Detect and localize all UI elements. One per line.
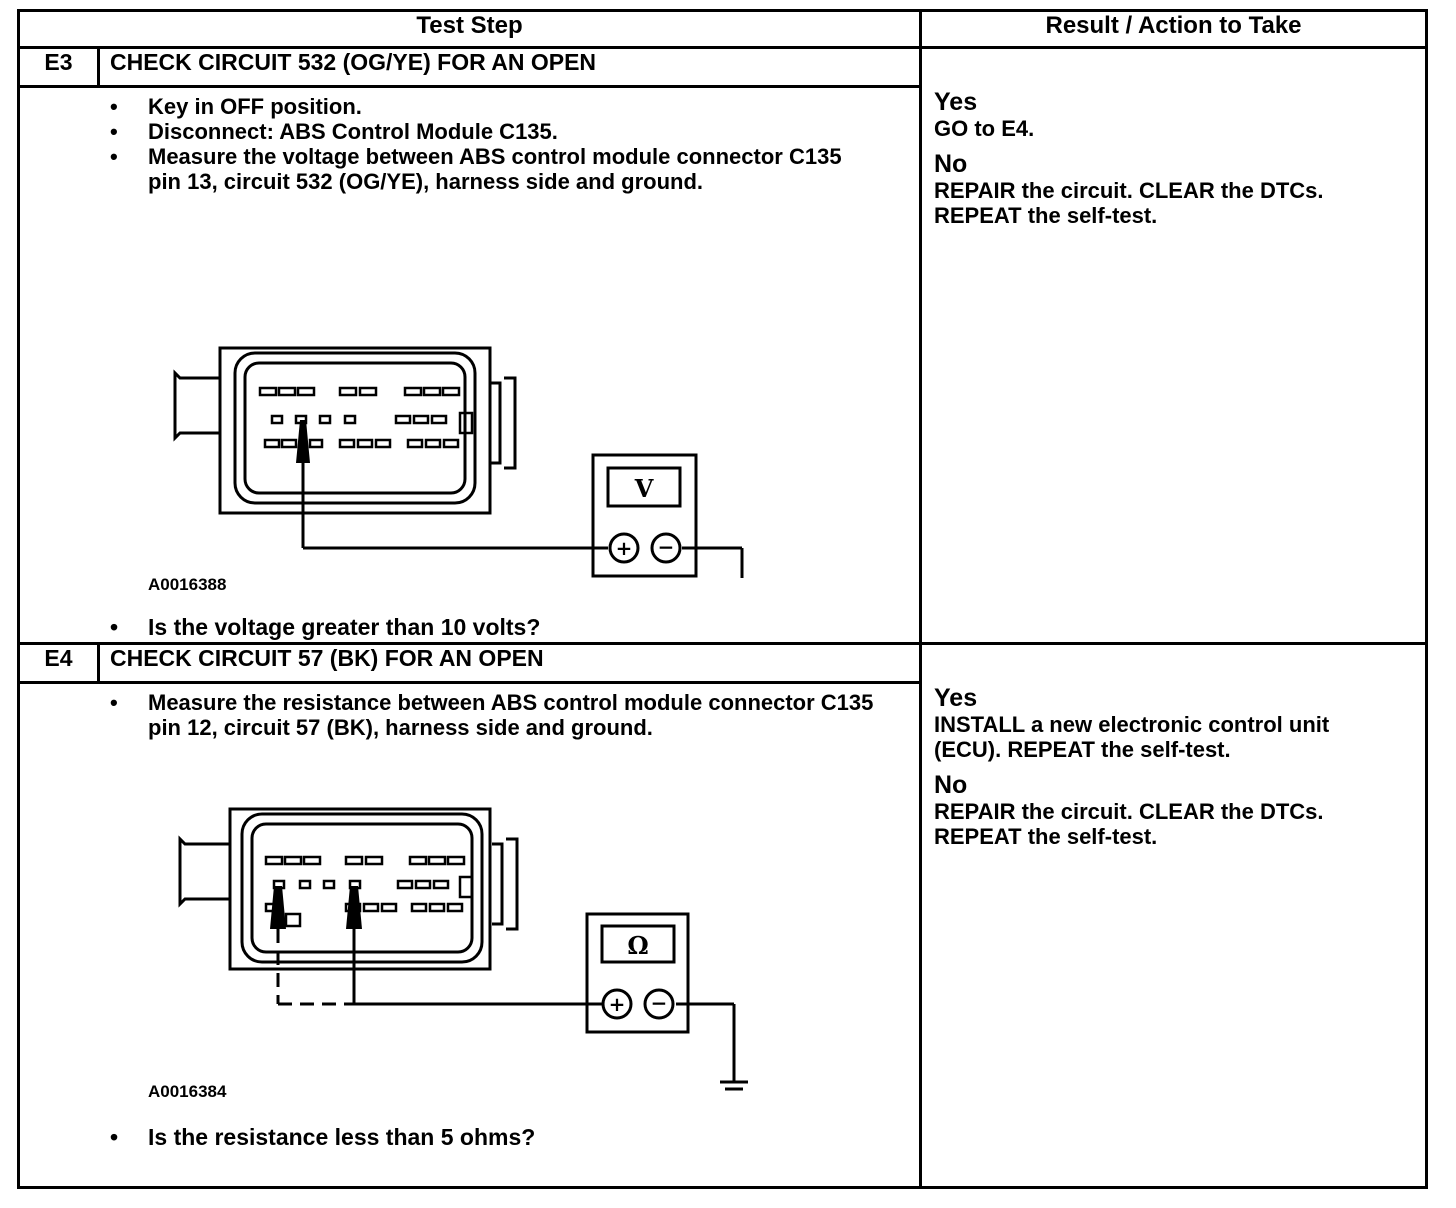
test-leads [276, 929, 748, 1091]
meter-symbol: V [634, 474, 654, 503]
no-action: REPAIR the circuit. CLEAR the DTCs. REPE… [934, 799, 1324, 849]
voltmeter: + − V [591, 453, 698, 578]
connector-face [233, 351, 477, 505]
figure-id: A0016388 [148, 575, 227, 594]
step-title-row: E4 CHECK CIRCUIT 57 (BK) FOR AN OPEN Yes… [17, 642, 1428, 1189]
connector-shell [218, 346, 492, 515]
instruction-item: •Key in OFF position. [110, 94, 362, 119]
svg-text:+: + [609, 992, 626, 1016]
resistance-test-diagram: + − Ω [178, 807, 748, 1091]
probe-tip [296, 420, 310, 463]
step-instructions: •Measure the resistance between ABS cont… [20, 684, 919, 740]
result-action-header: Result / Action to Take [919, 9, 1428, 49]
step-title: CHECK CIRCUIT 57 (BK) FOR AN OPEN [97, 642, 922, 684]
instruction-item: •Disconnect: ABS Control Module C135. [110, 119, 558, 144]
yes-action: INSTALL a new electronic control unit (E… [934, 712, 1330, 762]
step-title: CHECK CIRCUIT 532 (OG/YE) FOR AN OPEN [97, 46, 922, 88]
step-id: E4 [17, 642, 100, 684]
test-step-header: Test Step [17, 9, 922, 49]
result-cell: Yes INSTALL a new electronic control uni… [919, 642, 1428, 1189]
figure-id: A0016384 [148, 1082, 227, 1101]
svg-text:+: + [616, 536, 633, 560]
step-body: •Measure the resistance between ABS cont… [17, 681, 922, 1189]
connector-face [240, 812, 484, 964]
header-row: Test Step Result / Action to Take [17, 9, 1428, 49]
step-id: E3 [17, 46, 100, 88]
yes-label: Yes [934, 684, 978, 712]
diagnostic-table: Test Step Result / Action to Take E3 CHE… [17, 9, 1428, 1189]
connector-left-tab [178, 835, 232, 908]
step-instructions: •Key in OFF position. •Disconnect: ABS C… [20, 88, 919, 194]
instruction-item: •Measure the voltage between ABS control… [110, 144, 842, 194]
result-cell: Yes GO to E4. No REPAIR the circuit. CLE… [919, 46, 1428, 645]
no-label: No [934, 771, 968, 799]
connector-left-tab [173, 369, 222, 442]
svg-text:−: − [658, 535, 675, 559]
step-question: •Is the voltage greater than 10 volts? [110, 614, 541, 640]
ohmmeter: + − Ω [585, 912, 690, 1034]
step-body-row: •Measure the resistance between ABS cont… [17, 681, 1427, 1189]
step-title-row: E3 CHECK CIRCUIT 532 (OG/YE) FOR AN OPEN… [17, 46, 1428, 645]
result-block: Yes INSTALL a new electronic control uni… [934, 684, 1384, 850]
connector-shell [228, 807, 492, 971]
step-body-row: •Key in OFF position. •Disconnect: ABS C… [17, 85, 1427, 645]
yes-action: GO to E4. [934, 116, 1035, 141]
step-body: •Key in OFF position. •Disconnect: ABS C… [17, 85, 922, 645]
svg-text:−: − [651, 991, 668, 1015]
probe-tip [346, 886, 362, 929]
test-leads [301, 463, 744, 578]
voltage-test-diagram: + − V [173, 346, 744, 578]
probe-tip [270, 886, 286, 929]
step-question: •Is the resistance less than 5 ohms? [110, 1124, 536, 1150]
connector-pins [258, 386, 474, 449]
no-action: REPAIR the circuit. CLEAR the DTCs. REPE… [934, 178, 1324, 228]
yes-label: Yes [934, 88, 978, 116]
instruction-item: •Measure the resistance between ABS cont… [110, 690, 874, 740]
result-block: Yes GO to E4. No REPAIR the circuit. CLE… [934, 88, 1384, 229]
no-label: No [934, 150, 968, 178]
connector-pins [264, 855, 474, 928]
meter-symbol: Ω [627, 931, 648, 960]
